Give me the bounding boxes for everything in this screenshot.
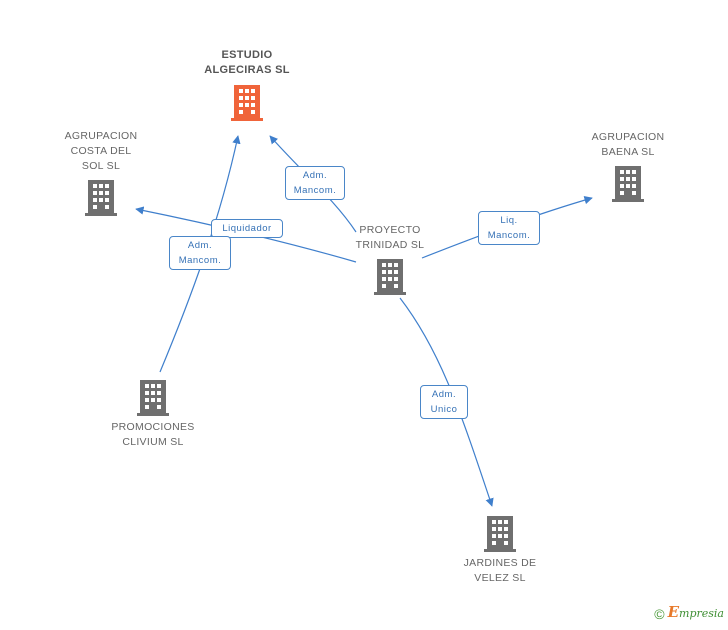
building-icon bbox=[137, 380, 169, 416]
node-agrupacion-baena[interactable]: AGRUPACION BAENA SL bbox=[572, 130, 684, 202]
edge-label-adm-mancom-promociones[interactable]: Adm. Mancom. bbox=[169, 236, 231, 270]
edge-label-liq-mancom[interactable]: Liq. Mancom. bbox=[478, 211, 540, 245]
building-icon bbox=[612, 166, 644, 202]
node-estudio-algeciras[interactable]: ESTUDIO ALGECIRAS SL bbox=[190, 48, 304, 121]
empresia-logo[interactable]: © Empresia bbox=[654, 603, 724, 622]
node-label: ESTUDIO ALGECIRAS SL bbox=[204, 49, 290, 76]
node-label: AGRUPACION COSTA DEL SOL SL bbox=[64, 130, 138, 172]
node-agrupacion-costa-del-sol[interactable]: AGRUPACION COSTA DEL SOL SL bbox=[45, 129, 157, 216]
building-icon bbox=[231, 85, 263, 121]
edge-label-adm-mancom-estudio[interactable]: Adm. Mancom. bbox=[285, 166, 345, 200]
building-icon bbox=[374, 259, 406, 295]
node-label: JARDINES DE VELEZ SL bbox=[463, 557, 537, 584]
copyright-icon: © bbox=[654, 606, 665, 622]
brand-name: Empresia bbox=[667, 602, 724, 621]
node-proyecto-trinidad[interactable]: PROYECTO TRINIDAD SL bbox=[334, 223, 446, 295]
building-icon bbox=[85, 180, 117, 216]
edge-label-adm-unico[interactable]: Adm. Unico bbox=[420, 385, 468, 419]
node-jardines-de-velez[interactable]: JARDINES DE VELEZ SL bbox=[444, 516, 556, 586]
node-label: PROYECTO TRINIDAD SL bbox=[355, 224, 425, 251]
edge-label-liquidador[interactable]: Liquidador bbox=[211, 219, 283, 238]
node-label: PROMOCIONES CLIVIUM SL bbox=[111, 421, 195, 448]
node-promociones-clivium[interactable]: PROMOCIONES CLIVIUM SL bbox=[97, 380, 209, 450]
building-icon bbox=[484, 516, 516, 552]
node-label: AGRUPACION BAENA SL bbox=[591, 131, 665, 158]
